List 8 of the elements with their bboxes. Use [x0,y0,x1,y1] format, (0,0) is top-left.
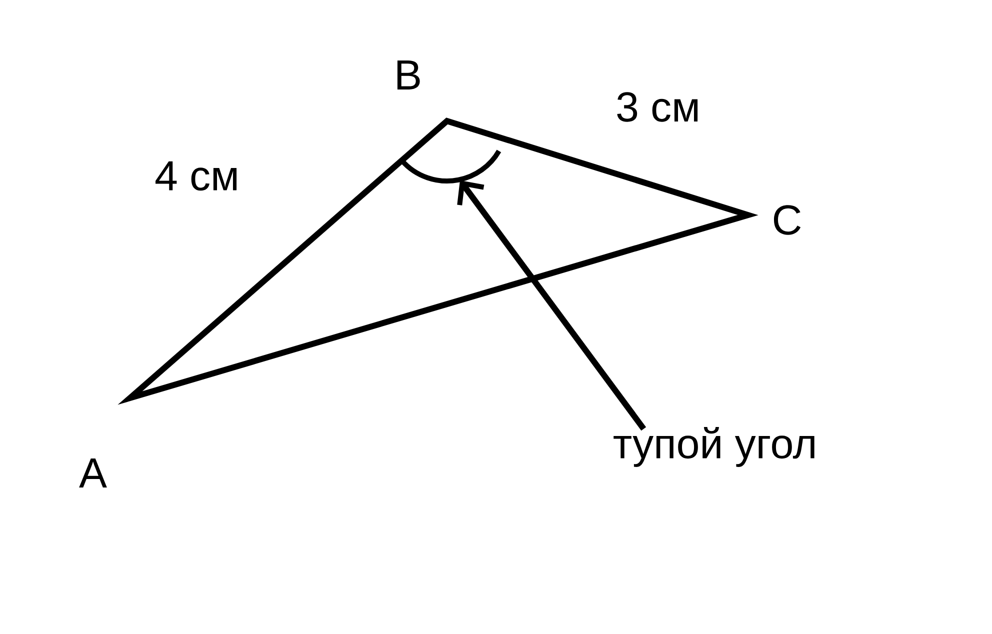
annotation-text: тупой угол [614,427,814,467]
point-label: A [79,458,107,488]
point-label: C [774,205,801,235]
arrow [457,180,646,431]
point-label: B [397,60,420,90]
angle-arc [400,150,502,184]
length-label: 3 см [617,92,698,122]
length-label: 4 см [156,161,237,191]
